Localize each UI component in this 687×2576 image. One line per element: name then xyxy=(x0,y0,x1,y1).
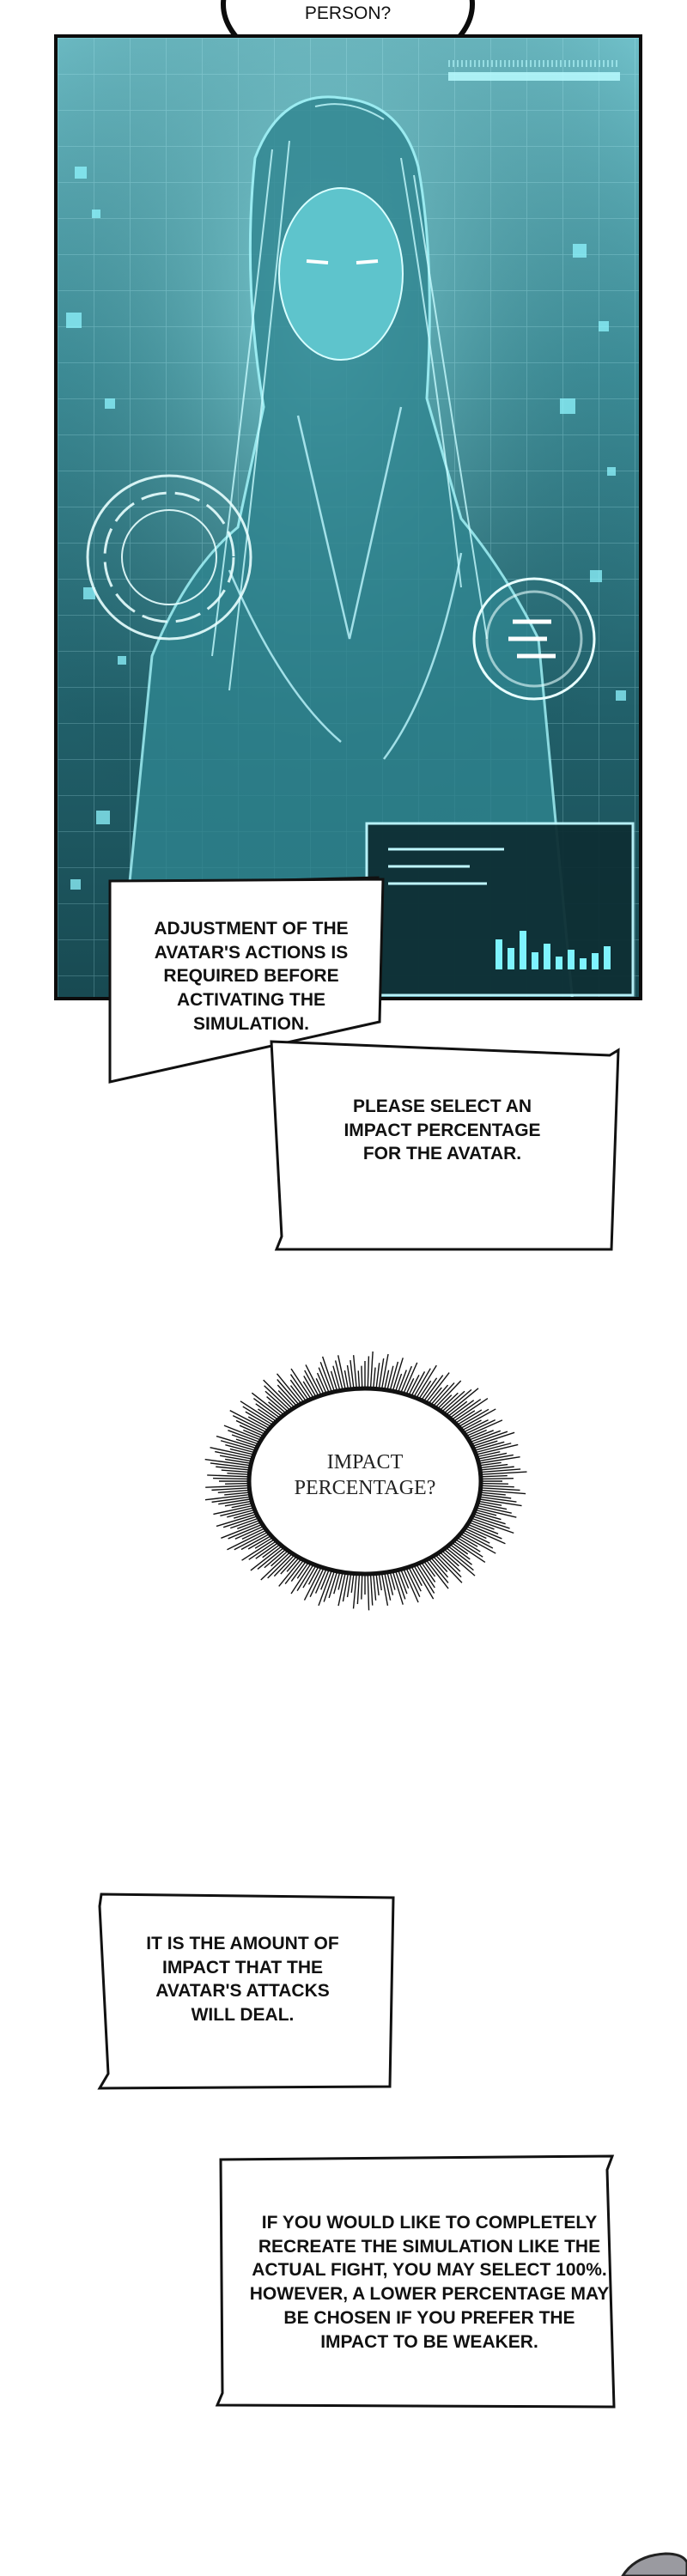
caption-box-adjustment xyxy=(108,876,385,1084)
caption-recreate: IF YOU WOULD LIKE TO COMPLETELY RECREATE… xyxy=(249,2213,610,2352)
caption-box-please-select xyxy=(270,1040,620,1251)
impact-thought-bubble xyxy=(204,1351,527,1611)
partial-character-head xyxy=(621,2552,687,2576)
caption-please-select: PLEASE SELECT AN IMPACT PERCENTAGE FOR T… xyxy=(344,1097,541,1164)
caption-adjustment: ADJUSTMENT OF THE AVATAR'S ACTIONS IS RE… xyxy=(154,919,349,1034)
hologram-illustration xyxy=(58,38,639,997)
caption-amount-of-impact: IT IS THE AMOUNT OF IMPACT THAT THE AVAT… xyxy=(146,1934,339,2026)
caption-box-amount xyxy=(97,1893,395,2090)
caption-box-recreate xyxy=(215,2154,616,2409)
impact-question-text: IMPACT PERCENTAGE? xyxy=(294,1451,436,1499)
hologram-panel xyxy=(54,34,642,1000)
top-bubble-text: PERSON? xyxy=(304,3,392,23)
